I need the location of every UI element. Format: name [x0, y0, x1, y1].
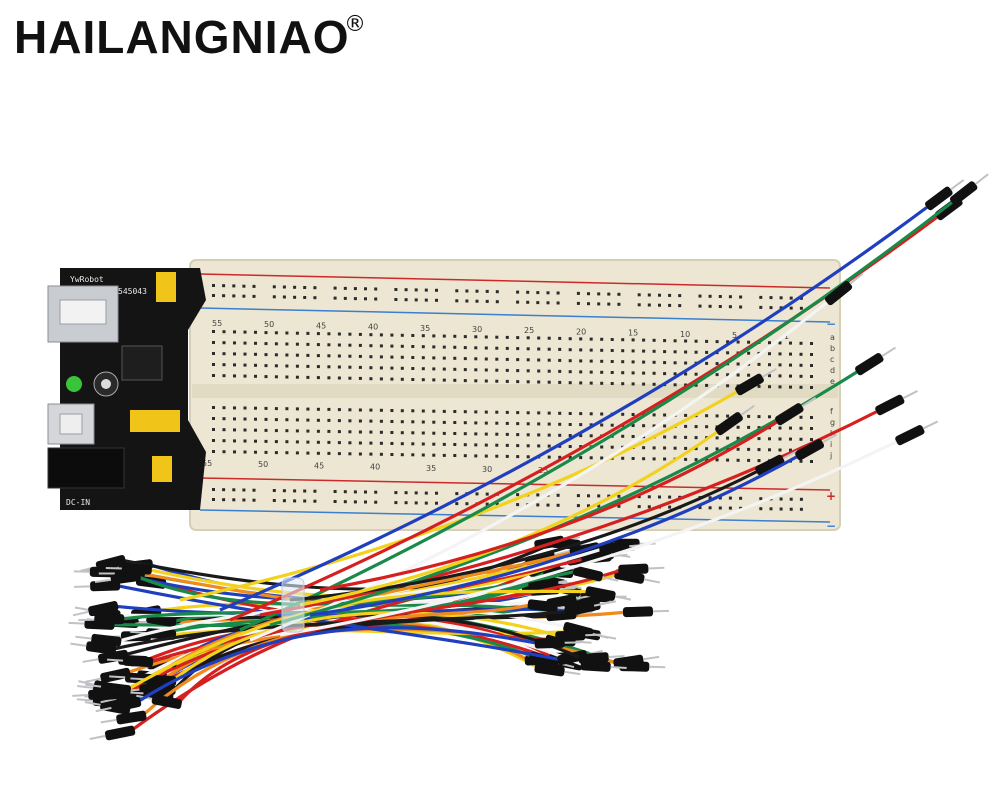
wire-connector: [824, 272, 864, 306]
rail-plus-bottom: +: [826, 489, 836, 503]
column-number-top: 15: [628, 329, 638, 338]
jumper-wire-long: [319, 418, 781, 592]
dc-barrel-jack: [47, 447, 125, 489]
column-number-top: 30: [472, 325, 482, 334]
rail-minus-bottom: −: [826, 519, 836, 533]
column-number-bottom: 45: [314, 461, 324, 470]
wire-connector: [775, 396, 817, 426]
row-letter-top: e: [830, 377, 835, 386]
wire-connector: [795, 433, 838, 461]
usb-port-opening: [59, 299, 107, 325]
jumper-wire-long: [219, 203, 931, 612]
row-letter-bottom: j: [829, 451, 832, 460]
row-letter-top: a: [830, 333, 835, 342]
wire-connector: [613, 654, 660, 669]
wire-connector: [855, 346, 897, 376]
column-number-bottom: 35: [426, 464, 436, 473]
registered-trademark-mark: ®: [344, 12, 366, 37]
pcb-silkscreen-dc: DC-IN: [66, 498, 90, 507]
wire-connector: [755, 449, 798, 476]
wire-connector: [735, 368, 777, 396]
row-letter-bottom: g: [830, 418, 835, 427]
wire-connector: [73, 566, 120, 578]
row-letter-bottom: i: [830, 440, 832, 449]
wire-connector: [85, 682, 132, 696]
power-supply-module: YwRobot 545043 DC-IN: [47, 268, 206, 510]
column-number-top: 20: [576, 327, 586, 336]
wire-connector: [107, 655, 154, 668]
wire-connector: [95, 697, 142, 713]
column-number-top: 1: [784, 332, 789, 341]
column-number-bottom: 55: [202, 459, 212, 468]
column-number-top: 55: [212, 319, 222, 328]
wire-connector: [100, 687, 147, 704]
wire-connector: [895, 420, 939, 446]
wire-connector: [89, 725, 136, 741]
jumper-wire: [135, 626, 539, 704]
wire-connector: [100, 710, 147, 725]
row-letter-top: c: [830, 355, 834, 364]
wire-connector: [925, 179, 965, 211]
bottom-negative-rail-line: [199, 509, 831, 523]
regulator-chip: [121, 345, 163, 381]
jumper-bottom: [152, 456, 172, 482]
wire-connector: [622, 606, 670, 618]
jumper-wire-long: [309, 453, 801, 617]
brand-wordmark: HAILANGNIAO: [14, 11, 350, 63]
column-number-top: 10: [680, 330, 690, 339]
column-number-bottom: 30: [482, 465, 492, 474]
column-number-top: 40: [368, 323, 378, 332]
wire-connector: [564, 601, 610, 617]
wire-connector: [949, 173, 989, 206]
jumper-wire-long: [239, 198, 956, 632]
wire-connector: [715, 404, 755, 436]
column-labels-top: 55 50 45 40 35 30 25 20 15 10 5 1: [212, 319, 789, 341]
wire-connector: [585, 586, 632, 601]
wire-connector: [578, 652, 625, 664]
top-positive-rail-line: [199, 273, 831, 289]
jumper-wire-long: [259, 408, 881, 617]
power-led: [66, 376, 82, 392]
pcb-silkscreen-model: 545043: [118, 287, 147, 296]
jumper-wire-long: [279, 438, 901, 637]
jumper-wire-long: [249, 298, 832, 642]
wire-connector: [572, 565, 619, 582]
wire-connector: [78, 614, 125, 625]
jumper-wire: [125, 589, 590, 692]
row-letter-top: d: [830, 366, 835, 375]
rail-minus-top: −: [826, 317, 836, 331]
wire-connector: [534, 637, 581, 649]
wire-connector: [94, 571, 141, 585]
column-number-bottom: 50: [258, 460, 268, 469]
jumper-wire-bundle: [68, 173, 989, 741]
column-number-top: 25: [524, 326, 534, 335]
row-letter-top: b: [830, 344, 835, 353]
pcb-silkscreen-brand: YwRobot: [70, 275, 104, 284]
column-number-top: 5: [732, 331, 737, 340]
column-number-top: 35: [420, 324, 430, 333]
column-number-top: 45: [316, 321, 326, 330]
column-number-top: 50: [264, 320, 274, 329]
wire-connector: [72, 601, 119, 617]
switch-cap: [101, 379, 111, 389]
wire-connector: [618, 563, 665, 575]
wire-connector: [105, 563, 152, 575]
cable-tie: [281, 577, 305, 633]
header-pins-middle: [130, 410, 180, 432]
column-number-bottom: 40: [370, 463, 380, 472]
wire-connector: [84, 667, 131, 683]
jumper-top: [156, 272, 176, 302]
row-letter-bottom: f: [830, 407, 833, 416]
wire-connector: [875, 390, 918, 416]
top-negative-rail-line: [199, 307, 831, 323]
wire-connector: [70, 641, 117, 655]
power-switch-button: [59, 413, 83, 435]
jumper-wire: [171, 611, 560, 683]
